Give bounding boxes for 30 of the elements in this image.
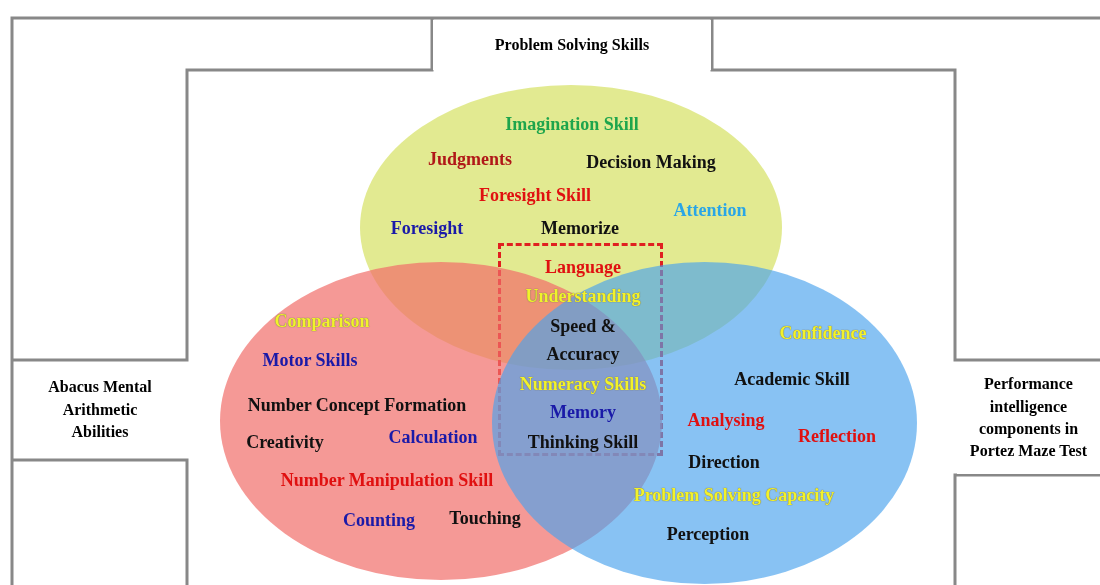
skill-label: Comparison [274, 310, 370, 334]
skill-label: Analysing [687, 409, 765, 433]
heading-text: Abacus Mental Arithmetic Abilities [47, 377, 153, 443]
skill-label: Number Concept Formation [247, 394, 467, 418]
skill-label: Thinking Skill [527, 431, 639, 455]
skill-label: Reflection [798, 425, 876, 449]
skill-label: Decision Making [586, 151, 716, 175]
skill-label: Numeracy Skills [519, 373, 647, 397]
heading-text: Performance intelligence components in Portez Maze Test [968, 374, 1089, 462]
skill-label: Counting [343, 509, 415, 533]
skill-label: Direction [688, 451, 760, 475]
skill-label: Motor Skills [262, 349, 358, 373]
skill-label: Memory [550, 401, 616, 425]
skill-label: Foresight [390, 217, 464, 241]
skill-label: Attention [673, 199, 747, 223]
skill-label: Academic Skill [734, 368, 850, 392]
skill-label: Imagination Skill [505, 113, 639, 137]
skill-label: Foresight Skill [478, 184, 592, 208]
skill-label: Speed & Accuracy [545, 315, 621, 366]
skill-label: Confidence [779, 322, 867, 346]
skill-label: Creativity [246, 431, 324, 455]
skill-label: Number Manipulation Skill [280, 469, 494, 493]
skill-label: Judgments [428, 148, 512, 172]
skill-label: Touching [449, 507, 521, 531]
skill-label: Perception [666, 523, 750, 547]
heading-text: Problem Solving Skills [494, 34, 650, 56]
skill-label: Language [545, 256, 621, 280]
skill-label: Memorize [541, 217, 619, 241]
skill-label: Problem Solving Capacity [633, 484, 835, 508]
skill-label: Calculation [388, 426, 478, 450]
